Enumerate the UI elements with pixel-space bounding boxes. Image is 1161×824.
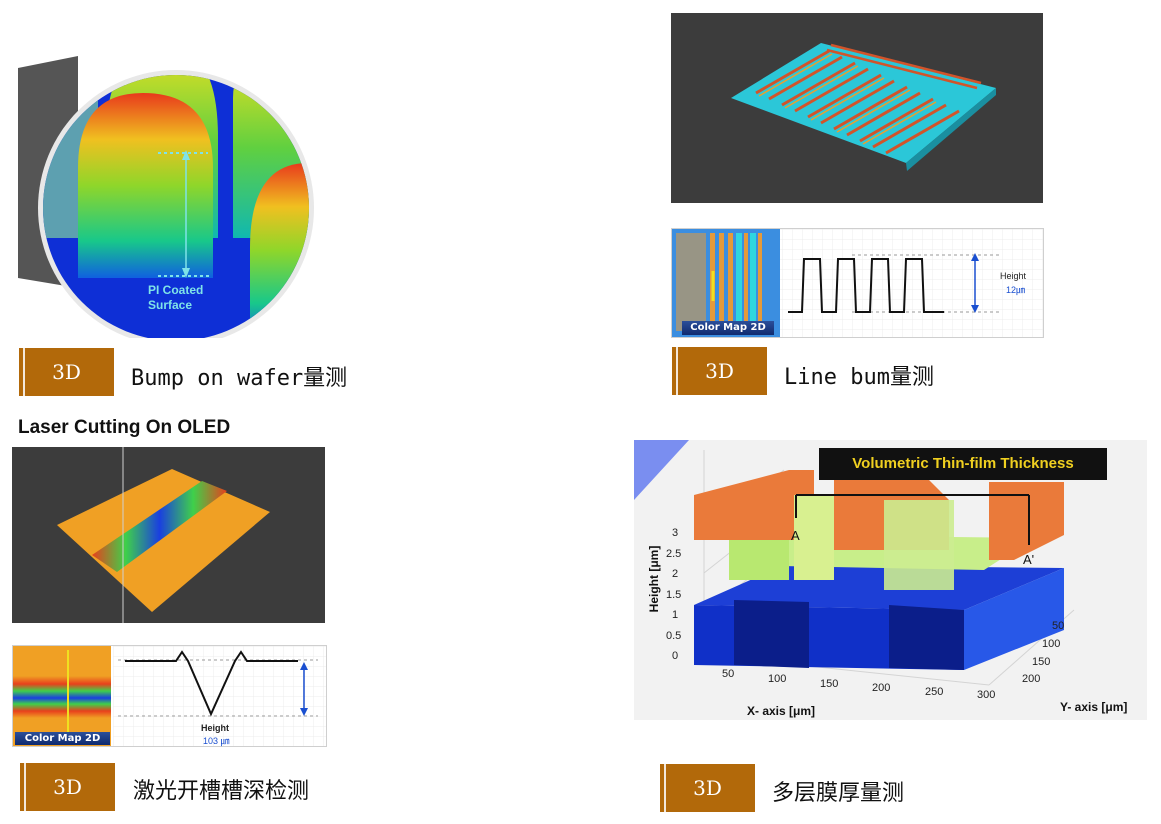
laser-3d-badge: 3D [20, 763, 115, 811]
z-tick: 0.5 [666, 630, 682, 642]
x-tick: 250 [925, 686, 944, 698]
x-tick: 300 [977, 689, 996, 701]
pi-coated-label: PI Coated Surface [148, 283, 204, 312]
point-a-label: A [791, 528, 800, 543]
thinfilm-plot: Volumetric Thin-film Thickness A A' Heig… [634, 440, 1147, 720]
z-tick: 1.5 [666, 589, 682, 601]
x-tick: 50 [722, 668, 735, 680]
laser-height-label: Height [201, 723, 229, 733]
thinfilm-banner: Volumetric Thin-film Thickness [852, 455, 1074, 472]
line-bump-profile-panel: Height 12㎛ Color Map 2D [671, 228, 1044, 338]
bump-3d-badge: 3D [19, 348, 114, 396]
thinfilm-caption: 多层膜厚量测 [772, 781, 905, 806]
laser-color-map-label: Color Map 2D [15, 732, 110, 745]
laser-3d-view [12, 447, 325, 623]
x-tick: 100 [768, 673, 787, 685]
z-axis-label: Height [μm] [647, 545, 661, 613]
z-tick: 1 [672, 609, 679, 621]
line-bump-height-value: 12㎛ [1006, 285, 1026, 295]
line-bump-color-map-label: Color Map 2D [682, 321, 774, 335]
z-tick: 2.5 [666, 548, 682, 560]
laser-title: Laser Cutting On OLED [18, 417, 231, 438]
y-tick: 50 [1052, 620, 1065, 632]
z-tick: 3 [672, 527, 679, 539]
y-tick: 150 [1032, 656, 1051, 668]
thinfilm-3d-badge: 3D [660, 764, 755, 812]
x-axis-label: X- axis [μm] [747, 704, 816, 718]
line-bump-3d-view [671, 13, 1043, 203]
laser-caption: 激光开槽槽深检测 [133, 779, 310, 804]
point-a-prime-label: A' [1023, 552, 1035, 567]
x-tick: 150 [820, 678, 839, 690]
laser-height-value: 103 ㎛ [203, 736, 230, 746]
z-tick: 2 [672, 568, 679, 580]
laser-profile-panel: Height 103 ㎛ Color Map 2D [12, 645, 327, 747]
line-bump-3d-badge: 3D [672, 347, 767, 395]
y-tick: 200 [1022, 673, 1041, 685]
y-tick: 100 [1042, 638, 1061, 650]
line-bump-caption: Line bum量测 [784, 365, 934, 390]
z-tick: 0 [672, 650, 679, 662]
x-tick: 200 [872, 682, 891, 694]
bump-caption: Bump on wafer量测 [131, 366, 348, 391]
bump-image [18, 38, 318, 346]
y-axis-label: Y- axis [μm] [1060, 700, 1128, 714]
line-bump-height-label: Height [1000, 271, 1027, 281]
